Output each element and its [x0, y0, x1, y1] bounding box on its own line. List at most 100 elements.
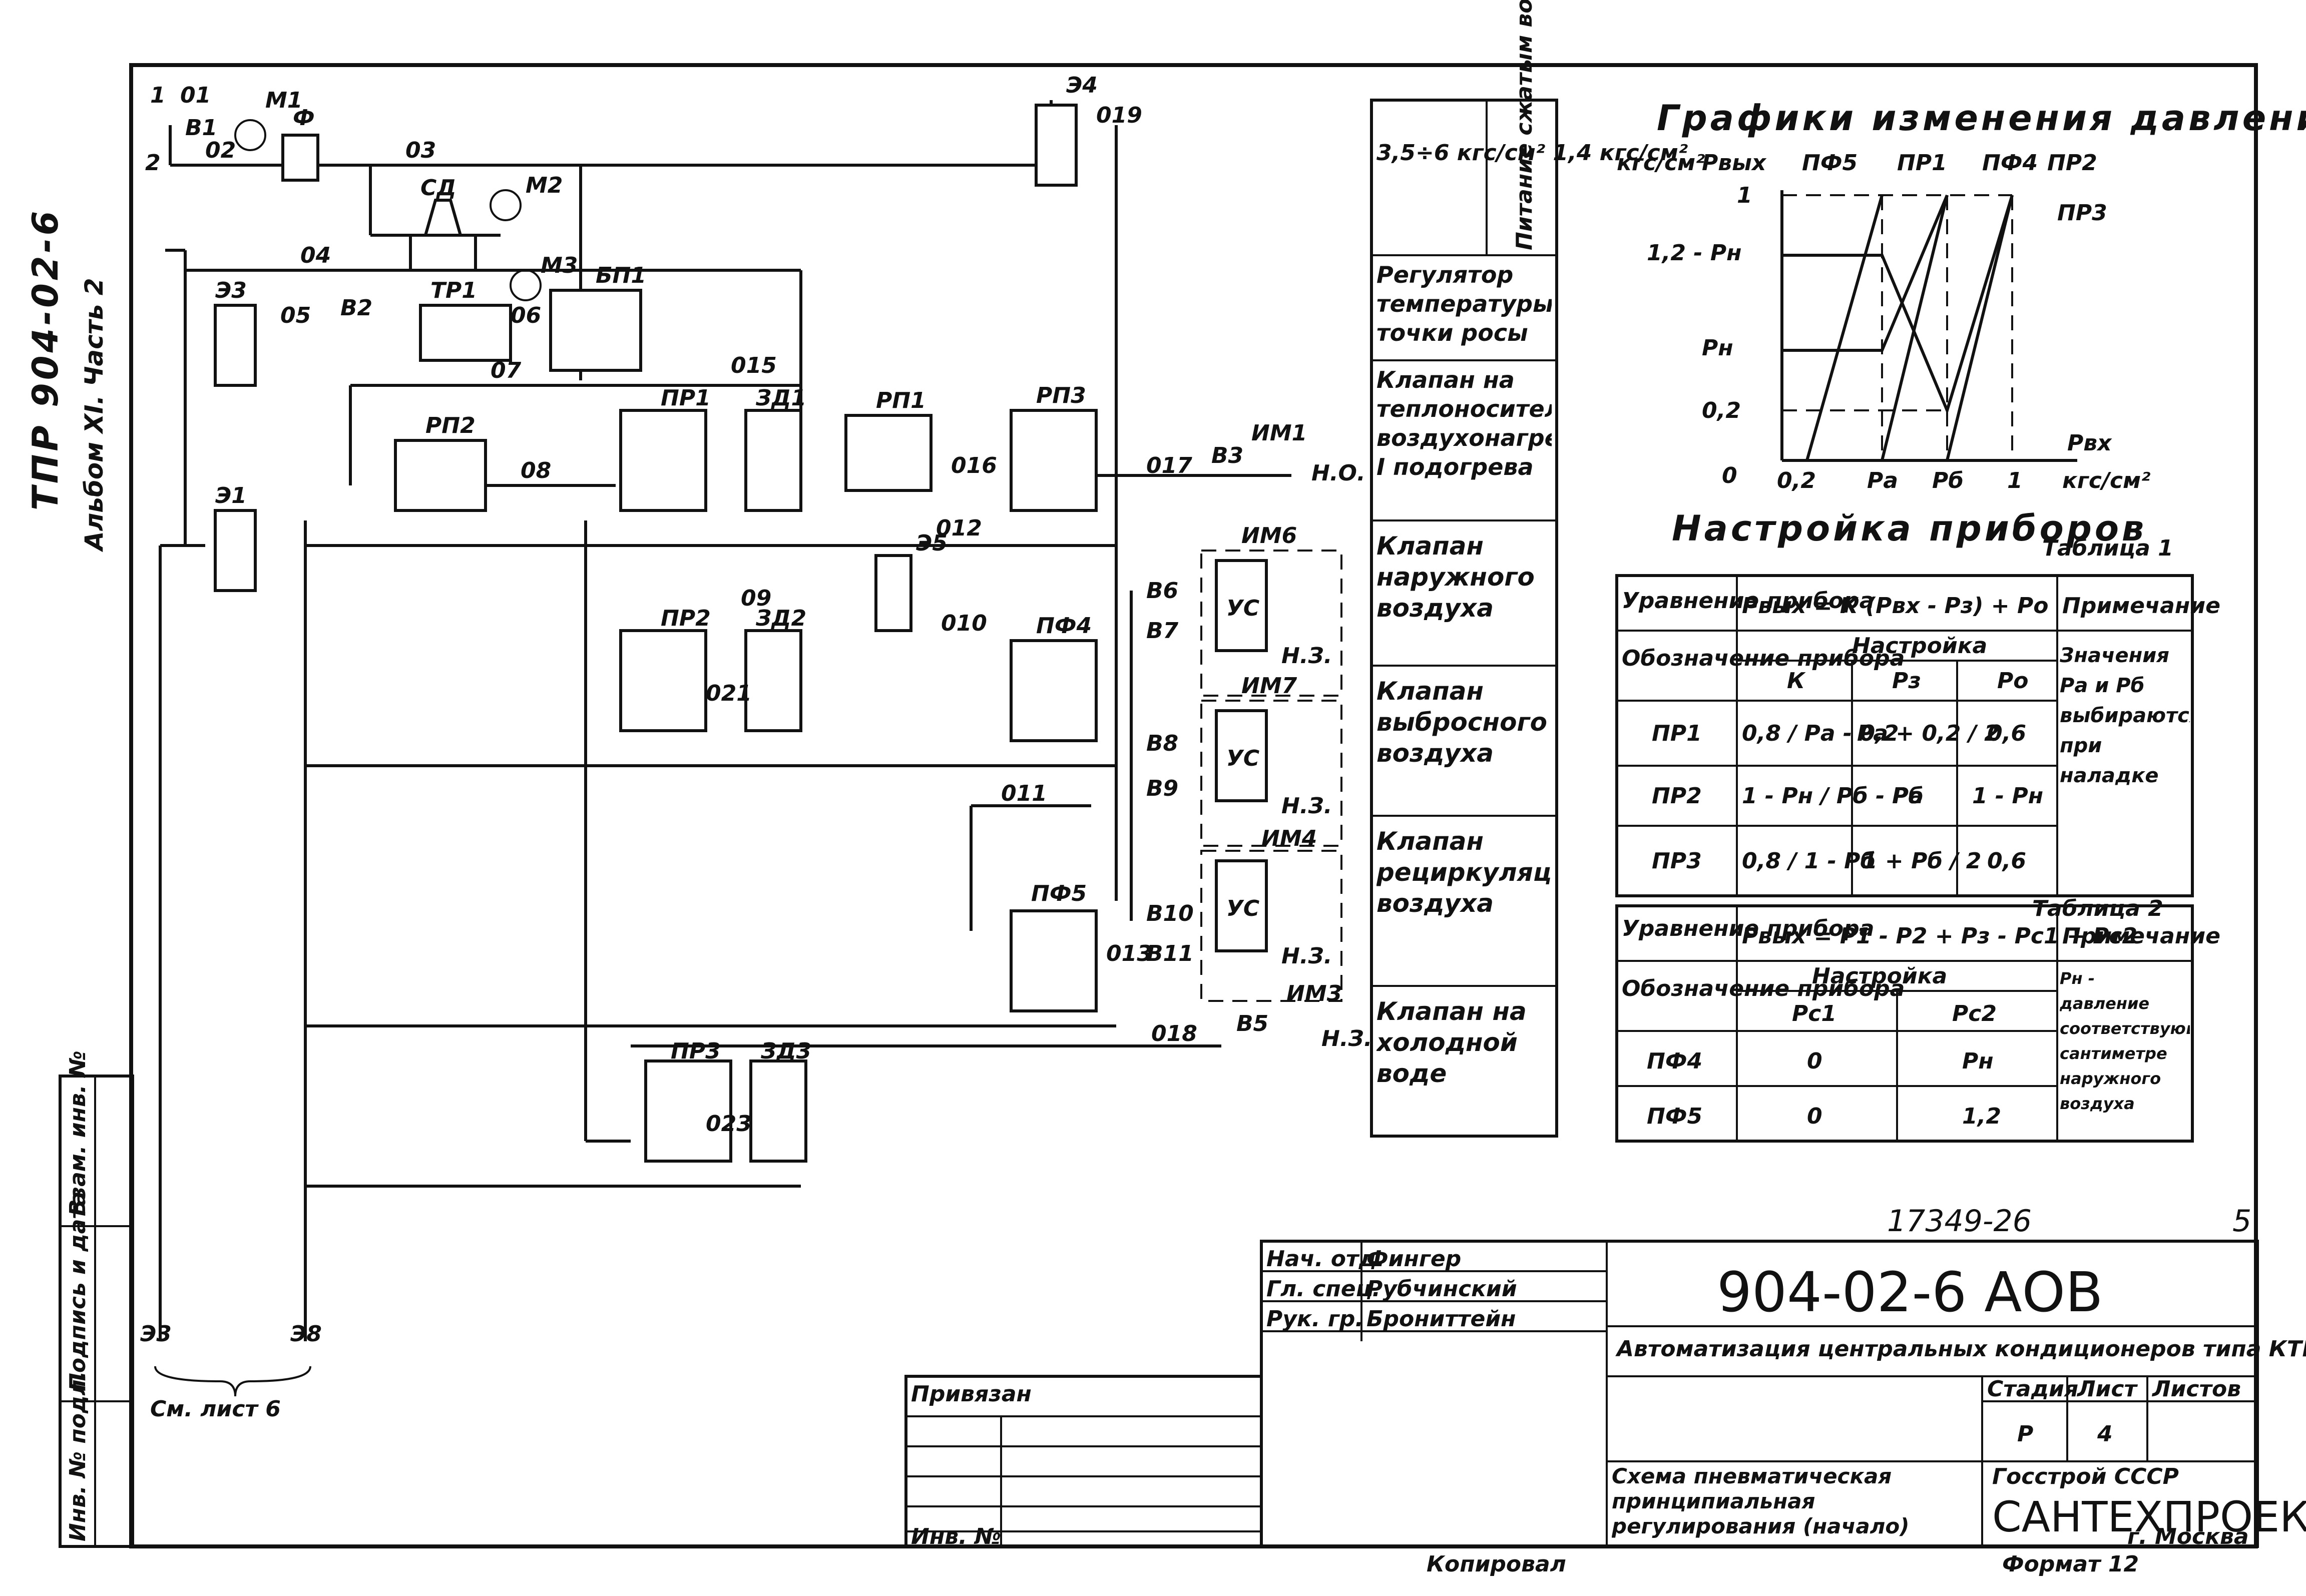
svg-text:Примечание: Примечание — [2062, 593, 2220, 619]
svg-text:Настройка: Настройка — [1852, 633, 1987, 659]
svg-text:РП1: РП1 — [876, 388, 926, 413]
svg-text:ЗД1: ЗД1 — [755, 385, 806, 411]
svg-text:В3: В3 — [1211, 443, 1243, 468]
table-1: Таблица 1 Уравнение прибора Рвых = К (Рв… — [1615, 536, 2220, 897]
svg-text:Н.З.: Н.З. — [1321, 1026, 1372, 1051]
svg-text:Стадия: Стадия — [1987, 1376, 2078, 1402]
svg-text:Рвых = К (Рвх - Рз) + Ро: Рвых = К (Рвх - Рз) + Ро — [1742, 593, 2048, 619]
svg-text:М3: М3 — [541, 253, 578, 278]
svg-text:Брониттейн: Брониттейн — [1366, 1306, 1516, 1332]
svg-text:ПР3: ПР3 — [2057, 200, 2107, 226]
svg-text:ПФ5: ПФ5 — [1647, 1104, 1702, 1129]
svg-text:кгс/см²: кгс/см² — [2062, 468, 2150, 493]
svg-text:Ро: Ро — [1997, 668, 2028, 694]
svg-text:Э3: Э3 — [140, 1321, 172, 1347]
svg-text:2: 2 — [145, 150, 161, 176]
svg-text:Копировал: Копировал — [1427, 1551, 1566, 1577]
svg-text:В11: В11 — [1146, 941, 1194, 966]
svg-text:015: 015 — [731, 353, 777, 378]
svg-text:В1: В1 — [185, 115, 217, 141]
legend-item-3: Клапан наружного воздуха — [1376, 531, 1535, 623]
svg-text:Уравнение прибора: Уравнение прибора — [1622, 588, 1874, 614]
svg-text:Ра + 0,2 / 2: Ра + 0,2 / 2 — [1857, 721, 2000, 746]
svg-text:РП2: РП2 — [425, 413, 476, 438]
svg-text:Рубчинский: Рубчинский — [1366, 1276, 1517, 1302]
see-sheet-ref: См. лист 6 — [150, 1396, 281, 1422]
svg-text:023: 023 — [706, 1111, 752, 1137]
svg-text:Нач. отд.: Нач. отд. — [1266, 1246, 1385, 1272]
svg-text:0,2: 0,2 — [1702, 398, 1741, 423]
section-title: Настройка приборов — [1672, 508, 2147, 549]
svg-text:05: 05 — [280, 303, 311, 328]
graph-out-label: Рвых — [1702, 150, 1767, 176]
svg-text:012: 012 — [936, 515, 982, 541]
page-number: 5 — [2232, 1204, 2251, 1239]
svg-text:Настройка: Настройка — [1812, 963, 1947, 989]
svg-text:Ра: Ра — [1867, 468, 1898, 493]
legend-item-1: Регулятор температуры точки росы — [1376, 261, 1552, 346]
svg-text:ЗД2: ЗД2 — [755, 606, 806, 631]
svg-text:1 - Рн / Рб - Ра: 1 - Рн / Рб - Ра — [1742, 783, 1924, 809]
svg-text:Инв. №: Инв. № — [911, 1524, 1001, 1549]
svg-text:ИМ4: ИМ4 — [1261, 826, 1317, 851]
svg-text:СД: СД — [420, 175, 456, 201]
svg-text:09: 09 — [741, 586, 771, 611]
svg-text:1,2 - Рн: 1,2 - Рн — [1647, 240, 1742, 266]
svg-text:07: 07 — [491, 358, 522, 383]
svg-text:В2: В2 — [340, 295, 372, 321]
legend-item-4: Клапан выбросного воздуха — [1376, 677, 1547, 768]
album-label: Альбом XI. Часть 2 — [80, 278, 109, 553]
svg-text:Примечание: Примечание — [2062, 923, 2220, 949]
svg-text:Фингер: Фингер — [1366, 1246, 1461, 1272]
svg-text:ПР2: ПР2 — [2047, 150, 2097, 176]
svg-text:Подпись и дата: Подпись и дата — [65, 1191, 91, 1391]
svg-text:0: 0 — [1722, 463, 1737, 488]
svg-text:ПР3: ПР3 — [671, 1038, 721, 1064]
svg-text:ПФ4: ПФ4 — [1647, 1048, 1702, 1074]
svg-text:Обозначение прибора: Обозначение прибора — [1622, 976, 1905, 1001]
svg-text:Взам. инв. №: Взам. инв. № — [65, 1050, 91, 1216]
svg-text:Рн: Рн — [1702, 335, 1733, 361]
svg-text:ИМ3: ИМ3 — [1286, 981, 1342, 1006]
svg-text:Э1: Э1 — [215, 483, 247, 508]
svg-text:Н.З.: Н.З. — [1281, 943, 1332, 969]
svg-text:ПФ5: ПФ5 — [1802, 150, 1858, 176]
svg-text:Листов: Листов — [2151, 1376, 2241, 1402]
svg-text:ПР1: ПР1 — [661, 385, 711, 411]
legend-item-5: Клапан рециркуляционного воздуха — [1376, 827, 1552, 918]
svg-text:Э3: Э3 — [215, 278, 247, 303]
svg-text:021: 021 — [706, 681, 752, 706]
svg-text:УС: УС — [1226, 746, 1259, 771]
vertical-stamp: Инв. № подл. Подпись и дата Взам. инв. № — [59, 1050, 134, 1548]
svg-text:016: 016 — [951, 453, 997, 478]
svg-text:ИМ1: ИМ1 — [1251, 420, 1307, 446]
svg-text:БП1: БП1 — [596, 263, 646, 288]
title-block: 17349-26 5 Нач. отд. Фингер Гл. спец. Ру… — [904, 1204, 2306, 1577]
legend-supply-side: Питание сжатым воздухом — [1512, 0, 1537, 250]
svg-text:019: 019 — [1096, 103, 1142, 128]
svg-text:017: 017 — [1146, 453, 1192, 478]
svg-text:Таблица 1: Таблица 1 — [2042, 536, 2173, 561]
svg-text:Таблица 2: Таблица 2 — [2032, 896, 2163, 921]
svg-text:Э8: Э8 — [290, 1321, 322, 1347]
svg-text:Н.З.: Н.З. — [1281, 643, 1332, 669]
document-code: 904-02-6 АОВ — [1717, 1260, 2103, 1324]
svg-text:Рб: Рб — [1932, 468, 1964, 493]
svg-text:ПФ5: ПФ5 — [1031, 881, 1087, 906]
svg-text:В10: В10 — [1146, 901, 1194, 926]
organization: САНТЕХПРОЕКТ — [1992, 1492, 2306, 1541]
svg-text:ИМ6: ИМ6 — [1241, 523, 1297, 549]
svg-text:1: 1 — [2007, 468, 2023, 493]
svg-text:0,6: 0,6 — [1987, 721, 2026, 746]
svg-text:Рз: Рз — [1892, 668, 1921, 694]
svg-text:1: 1 — [150, 83, 166, 108]
svg-text:4: 4 — [2097, 1421, 2113, 1447]
svg-text:Ф: Ф — [293, 105, 315, 131]
svg-text:Привязан: Привязан — [911, 1381, 1032, 1407]
svg-text:Инв. № подл.: Инв. № подл. — [65, 1371, 91, 1541]
svg-text:Н.О.: Н.О. — [1311, 460, 1365, 486]
svg-text:Формат 12: Формат 12 — [2002, 1551, 2139, 1577]
svg-text:ПР3: ПР3 — [1652, 848, 1702, 874]
svg-text:УС: УС — [1226, 596, 1259, 621]
svg-text:0,6: 0,6 — [1987, 848, 2026, 874]
